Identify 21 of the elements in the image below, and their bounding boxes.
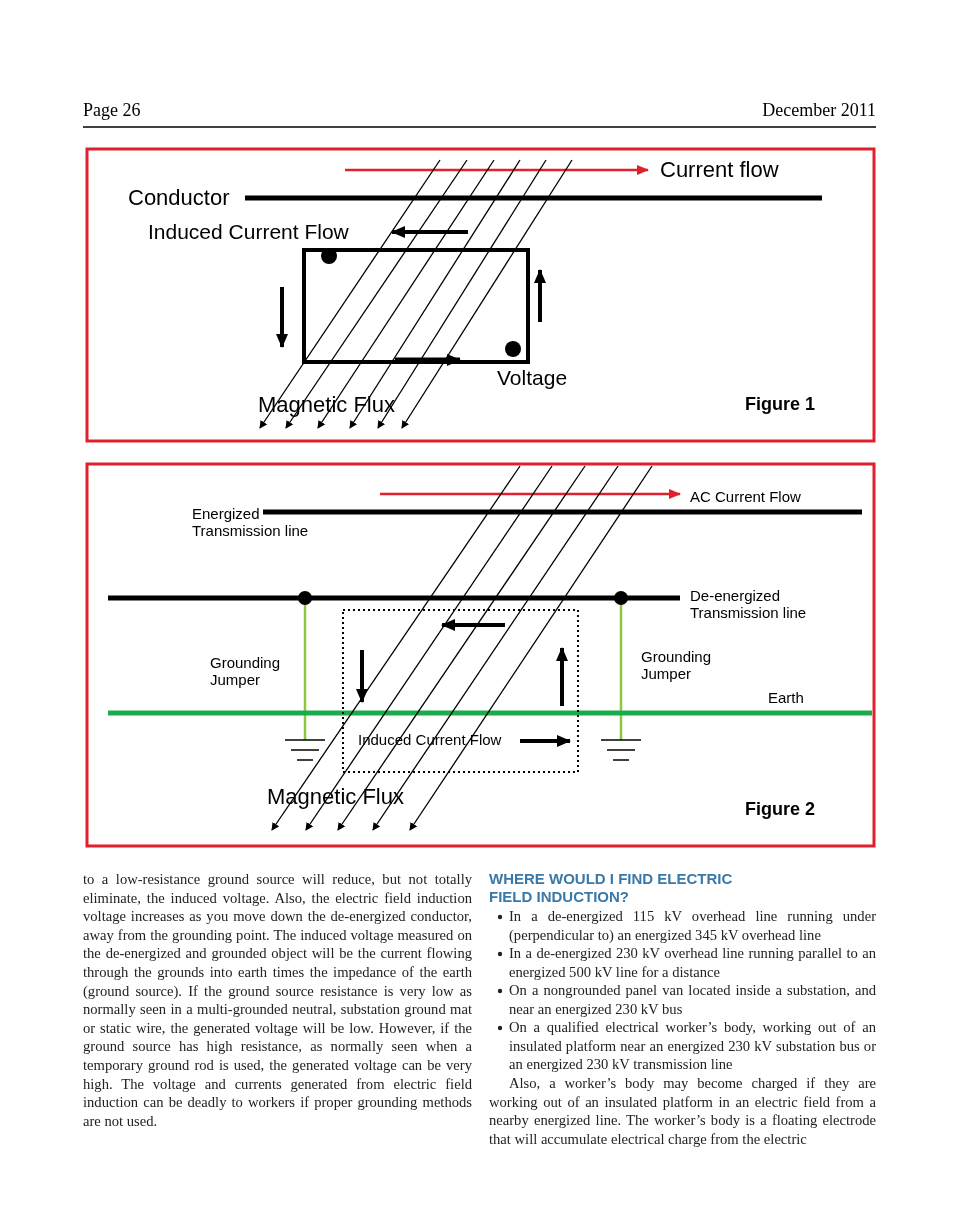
page-number: Page 26	[83, 100, 141, 121]
flow-label: AC Current Flow	[690, 488, 801, 506]
line-label: De-energized Transmission line	[690, 587, 808, 622]
date-line: December 2011	[761, 100, 876, 121]
section-heading: WHERE WOULD I FIND ELECTRIC FIELD INDUCTION?	[489, 870, 734, 906]
jumper-label: Grounding Jumper	[210, 654, 282, 689]
figure-number: Figure 2	[745, 799, 815, 820]
conductor-label: Conductor	[128, 185, 230, 211]
body-paragraph: to a low-resistance ground source will reduce, but not totally eliminate, the induced voltage. Also, the electric field induction voltage increases as you move down the de-energized conductor, away from the grounding point. The induced voltage measured on the de-energized and grounded object will be the current flowing through the grounds into earth times the impedance of the earth (ground source). If the ground source resistance is very low as normally seen in a multi-grounded neutral, substation ground mat or static wire, the generated voltage will be low. However, if the ground source has high resistance, as normally seen when a temporary ground rod is used, the generated voltage can be very high. The voltage and currents generated from electric field induction can be deadly to workers if proper grounding methods are not used.	[83, 870, 472, 1131]
flow-label: Current flow	[660, 157, 779, 183]
flow-label: Induced Current Flow	[148, 220, 349, 245]
bullet-item: On a qualified electrical worker’s body, working out of an insulated platform near an energized 230 kV substation bus or an energized 230 kV transmission line	[509, 1018, 876, 1074]
figure-number: Figure 1	[745, 394, 815, 415]
line-label: Energized Transmission line	[192, 505, 310, 540]
body-paragraph: Also, a worker’s body may become charged if they are working out of an insulated platform in an electric field from a nearby energized line. The worker’s body is a floating electrode that will accumulate electrical charge from the electric	[489, 1074, 876, 1149]
bullet-item: On a nongrounded panel van located inside a substation, and near an energized 230 kV bus	[509, 981, 876, 1019]
bullet-item: In a de-energized 115 kV overhead line running under (perpendicular to) an energized 345 kV overhead line	[509, 907, 876, 945]
bullet-item: In a de-energized 230 kV overhead line running parallel to an energized 500 kV line for a distance	[509, 944, 876, 982]
earth-label: Earth	[768, 689, 804, 707]
jumper-label: Grounding Jumper	[641, 648, 713, 683]
voltage-label: Voltage	[497, 366, 568, 391]
